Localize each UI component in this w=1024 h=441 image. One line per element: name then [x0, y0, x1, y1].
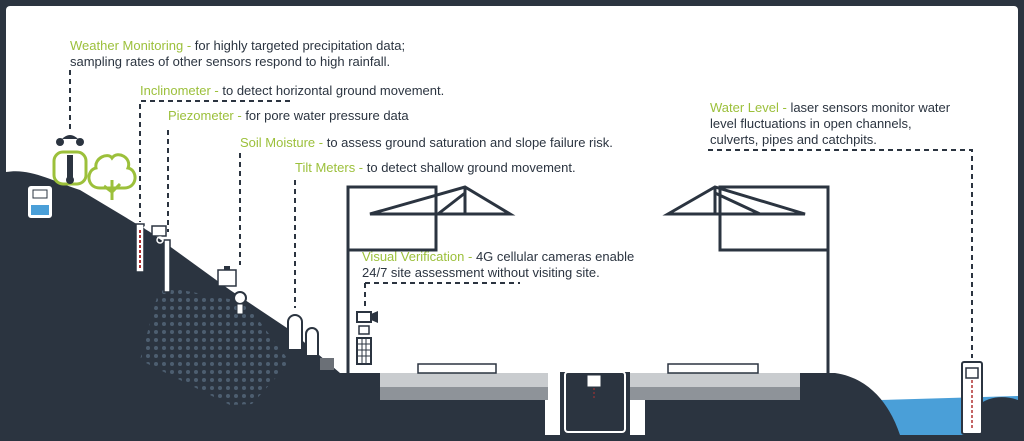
label-water-desc-2: level fluctuations in open channels, — [710, 116, 912, 131]
weather-station-icon — [52, 135, 88, 186]
label-tilt-title: Tilt Meters - — [295, 160, 367, 175]
water-level-sensor-icon — [961, 361, 983, 435]
soil-logger-cap — [224, 266, 230, 270]
label-tilt-desc: to detect shallow ground movement. — [366, 160, 576, 175]
camera-lens — [371, 311, 378, 323]
gantry-right-truss — [662, 185, 806, 216]
soil-probe — [236, 303, 244, 315]
vehicle-left — [417, 363, 497, 374]
label-inclinometer: Inclinometer - to detect horizontal grou… — [140, 83, 444, 99]
road-surface-left — [380, 373, 548, 387]
road-left — [380, 363, 548, 400]
gantry-icon — [346, 185, 830, 373]
thermometer-bulb — [66, 176, 74, 184]
gantry-left-truss — [369, 185, 516, 216]
label-visual-title: Visual Verification - — [362, 249, 476, 264]
anemometer-left — [62, 135, 78, 139]
label-weather-title: Weather Monitoring - — [70, 38, 195, 53]
road-base-right — [630, 387, 800, 400]
tilt-meter-2 — [305, 327, 319, 357]
soil-moisture-sensor-icon — [217, 266, 247, 315]
solar-battery — [356, 337, 372, 365]
label-water-title: Water Level - — [710, 100, 791, 115]
label-inclinometer-title: Inclinometer - — [140, 83, 223, 98]
label-weather: Weather Monitoring - for highly targeted… — [70, 38, 405, 70]
leader-lines — [69, 70, 973, 358]
label-weather-desc-1: for highly targeted precipitation data; — [194, 38, 406, 53]
road-right — [630, 363, 800, 400]
anemometer-cup-left — [56, 138, 64, 146]
road-base-left — [380, 387, 548, 400]
leader-visual — [364, 282, 520, 308]
water-level-laser — [965, 367, 979, 379]
culvert-sensor-icon — [586, 374, 602, 388]
camera-body — [356, 311, 372, 323]
label-tilt: Tilt Meters - to detect shallow ground m… — [295, 160, 576, 176]
soil-logger — [217, 269, 237, 287]
soil-pattern — [140, 286, 290, 405]
label-soil-title: Soil Moisture - — [240, 135, 327, 150]
piezometer-tube — [163, 239, 171, 293]
rain-gauge-icon — [28, 186, 52, 218]
piezometer-icon — [151, 225, 171, 293]
leader-inclinometer — [139, 100, 290, 222]
culvert — [564, 371, 626, 433]
rain-gauge-water — [31, 205, 49, 215]
label-soil-desc: to assess ground saturation and slope fa… — [326, 135, 613, 150]
thermometer-icon — [67, 155, 73, 181]
gantry-left-frame — [346, 185, 438, 373]
rain-gauge-top — [32, 189, 48, 199]
camera-modem — [358, 325, 370, 335]
piezometer-cable — [156, 236, 164, 244]
culvert-outline — [564, 371, 626, 433]
label-weather-desc-2: sampling rates of other sensors respond … — [70, 54, 391, 69]
label-visual: Visual Verification - 4G cellular camera… — [362, 249, 634, 281]
tilt-meter-1 — [287, 314, 303, 351]
road-surface-right — [630, 373, 800, 387]
tree-canopy — [87, 153, 137, 190]
label-inclinometer-desc: to detect horizontal ground movement. — [222, 83, 445, 98]
leader-water — [708, 149, 973, 358]
anemometer-cup-right — [76, 138, 84, 146]
soil-probe-head — [233, 291, 247, 305]
tree-icon — [87, 153, 137, 200]
label-visual-desc-1: 4G cellular cameras enable — [475, 249, 635, 264]
tilt-base — [320, 358, 334, 370]
label-water-desc-3: culverts, pipes and catchpits. — [710, 132, 877, 147]
label-piezometer-title: Piezometer - — [168, 108, 246, 123]
label-water: Water Level - laser sensors monitor wate… — [710, 100, 950, 148]
vehicle-right — [667, 363, 759, 374]
label-soil: Soil Moisture - to assess ground saturat… — [240, 135, 613, 151]
label-piezometer: Piezometer - for pore water pressure dat… — [168, 108, 409, 124]
camera-icon — [356, 311, 378, 365]
label-visual-desc-2: 24/7 site assessment without visiting si… — [362, 265, 600, 280]
label-water-desc-1: laser sensors monitor water — [790, 100, 951, 115]
battery-grid — [357, 338, 371, 364]
label-piezometer-desc: for pore water pressure data — [245, 108, 409, 123]
tilt-meter-icon — [287, 314, 334, 370]
piezometer-logger — [151, 225, 167, 237]
